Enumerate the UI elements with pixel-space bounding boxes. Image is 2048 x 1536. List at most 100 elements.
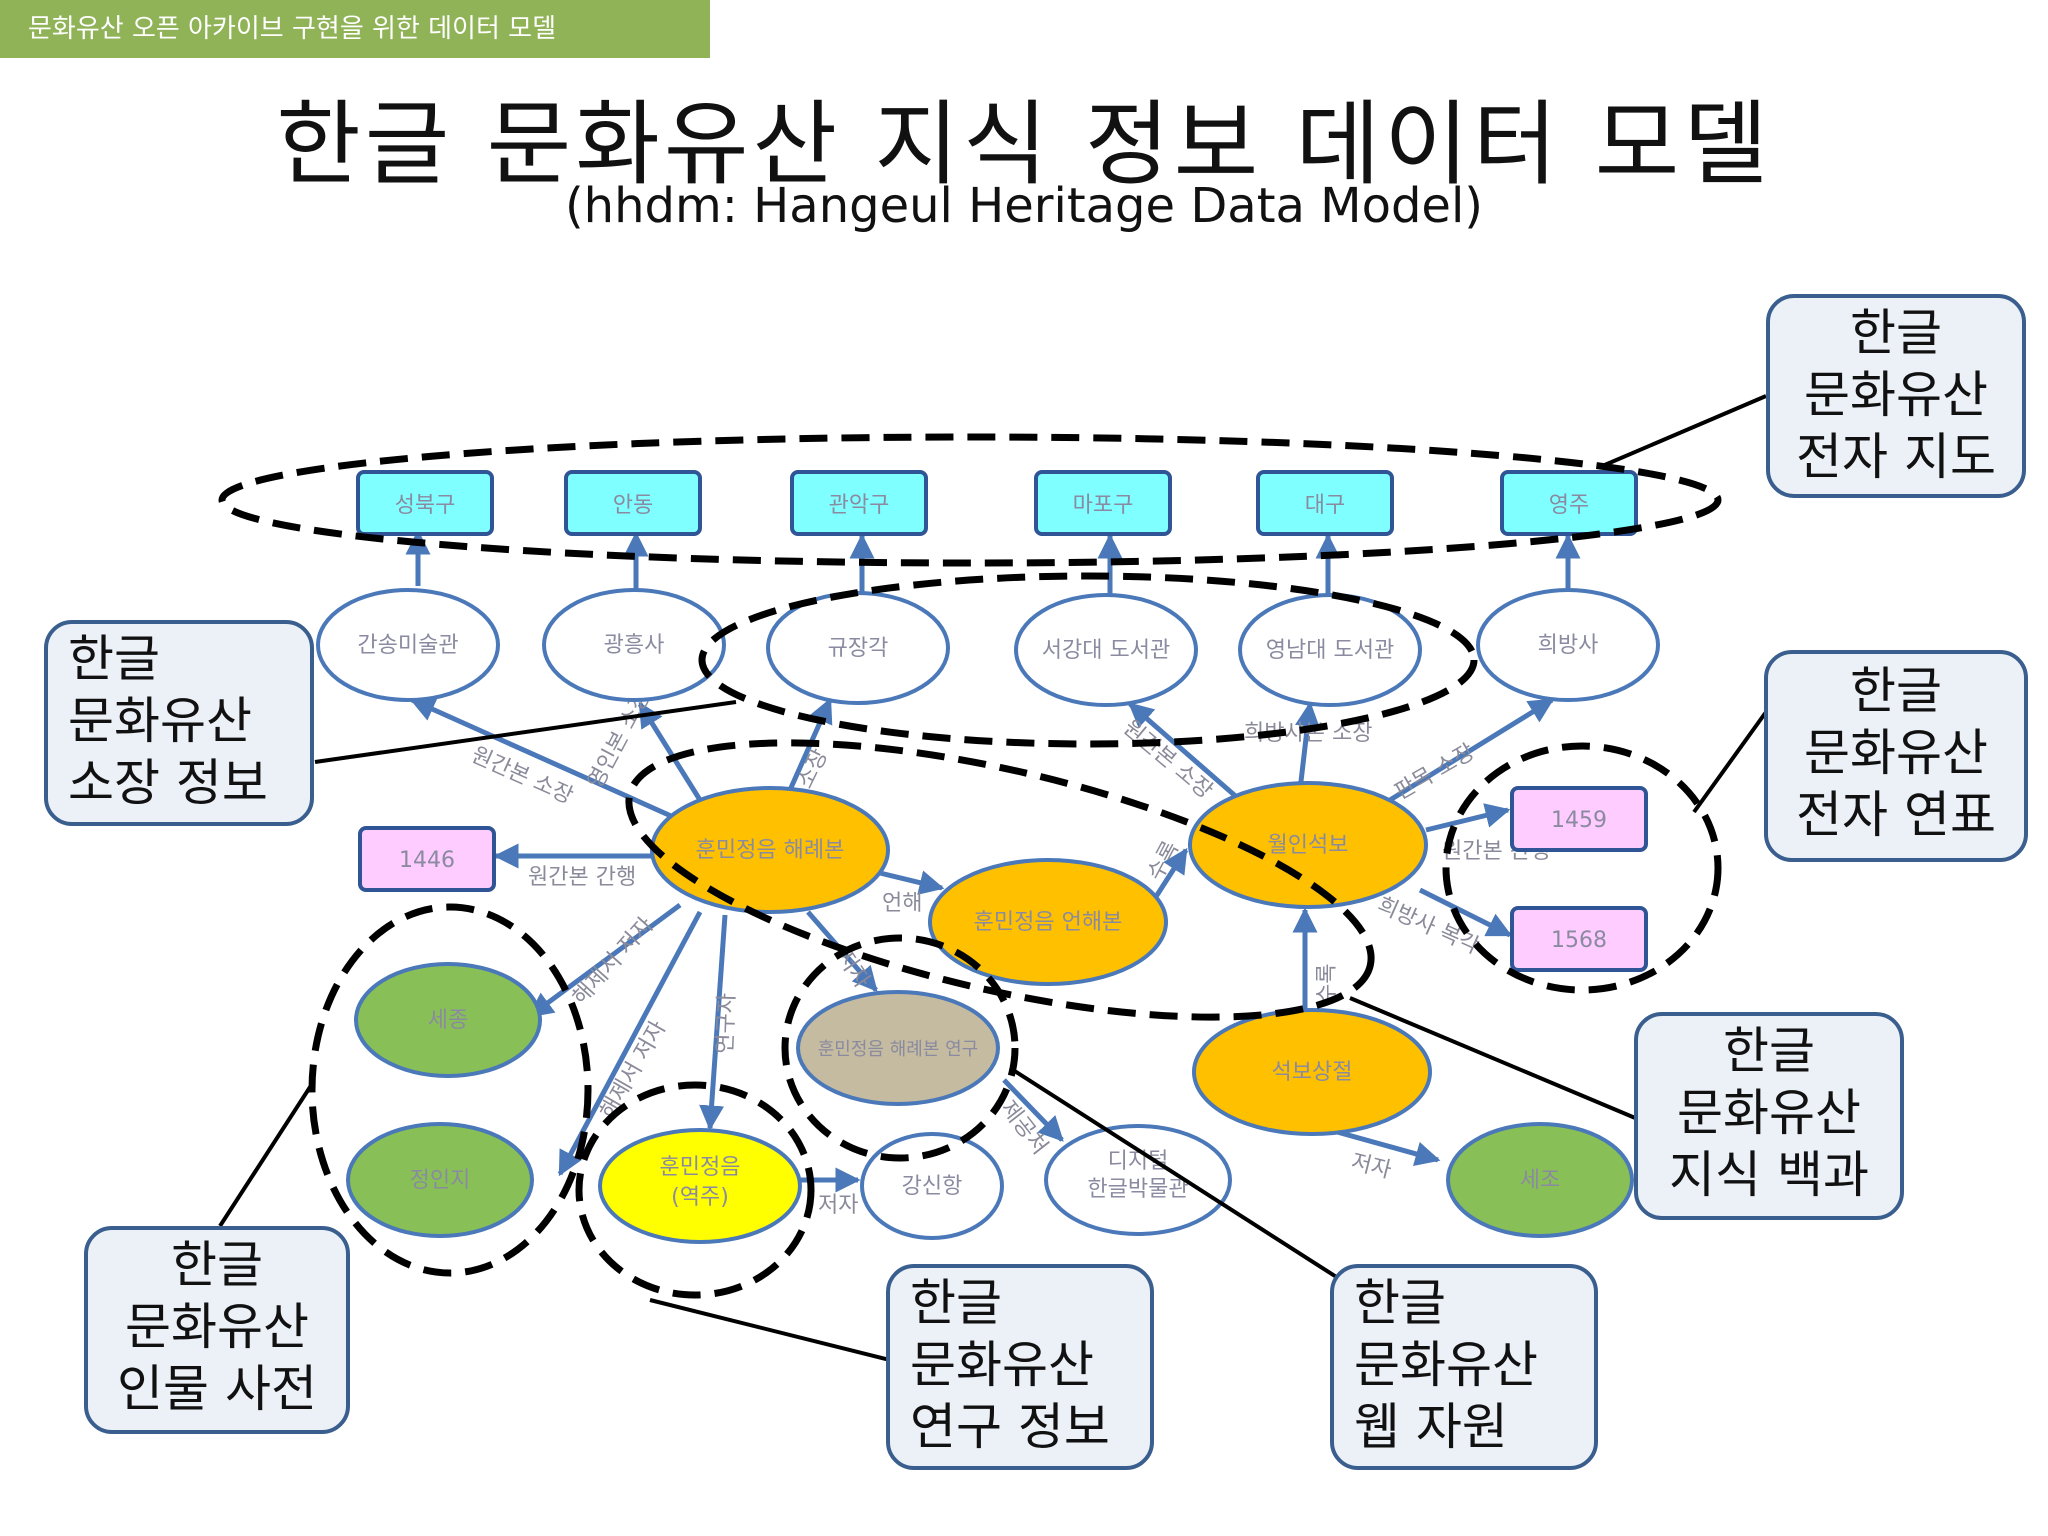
node-daegu [1256, 470, 1394, 536]
group-research [781, 934, 1019, 1162]
callout-timeline: 한글 문화유산 전자 연표 [1764, 650, 2028, 862]
connector-web [1008, 1066, 1340, 1280]
edge-haerye-sejong [527, 902, 682, 1019]
node-label: 관악구 [829, 493, 890, 518]
connector-timeline [1692, 710, 1768, 814]
edge-label: 판목 소장 [1391, 740, 1480, 806]
node-1459 [1510, 786, 1648, 852]
edge-label: 해제서 저자 [568, 913, 659, 1010]
page-title: 한글 문화유산 지식 정보 데이터 모델 [276, 91, 1772, 198]
node-sejo [1446, 1122, 1634, 1238]
dashed-groups [218, 433, 1722, 1299]
node-1446 [358, 826, 496, 892]
group-person [308, 903, 592, 1277]
edge-label: 소장 [793, 745, 833, 792]
group-yeokju [575, 1081, 815, 1299]
node-label: 규장각 [828, 636, 889, 661]
node-label: 1568 [1551, 928, 1607, 953]
node-gansong [316, 588, 500, 702]
node-yeungnam [1238, 593, 1422, 707]
callout-person: 한글 문화유산 인물 사전 [84, 1226, 350, 1434]
node-seokbo [1192, 1008, 1432, 1136]
node-label: 정인지 [410, 1168, 471, 1193]
edge-haerye-gansong [409, 697, 682, 823]
node-label: (역주) [671, 1185, 729, 1210]
node-label: 월인석보 [1268, 833, 1349, 858]
edge-haerye-gwangheungsa [637, 701, 703, 802]
edge-worin-sogang [1128, 702, 1242, 802]
node-1568 [1510, 906, 1648, 972]
work-nodes: 훈민정음 해례본 훈민정음 언해본 월인석보 석보상절 [650, 781, 1432, 1136]
node-eonhae [928, 858, 1168, 986]
callout-map: 한글 문화유산 전자 지도 [1766, 294, 2026, 498]
edge-research-digital [1002, 1078, 1064, 1142]
edge-label: 저자 [818, 1193, 858, 1218]
node-andong [564, 470, 702, 536]
edge-worin-1568 [1418, 887, 1513, 938]
connector-research [649, 1298, 891, 1362]
edge-seokbo-sejo [1329, 1127, 1441, 1167]
person-nodes: 세종 정인지 세조 [346, 962, 1634, 1238]
callout-holding: 한글 문화유산 소장 정보 [44, 620, 314, 826]
node-yeokju [598, 1128, 802, 1244]
node-sejong [354, 962, 542, 1078]
node-label: 한글박물관 [1087, 1177, 1188, 1202]
edge-worin-1459 [1425, 803, 1511, 833]
connector-map [1599, 394, 1767, 469]
year-nodes: 1446 1459 1568 [358, 786, 1648, 972]
location-nodes: 성북구 안동 관악구 마포구 대구 영주 [356, 470, 1638, 536]
edge-label: 언해 [882, 891, 922, 916]
group-timeline [1442, 742, 1722, 994]
node-label: 훈민정음 해례본 연구 [818, 1039, 978, 1060]
edge-label: 저자 [1349, 1150, 1394, 1184]
callout-web: 한글 문화유산 웹 자원 [1330, 1264, 1598, 1470]
edge-label: 제공처 [995, 1096, 1052, 1159]
node-jeonginji [346, 1122, 534, 1238]
node-label: 훈민정음 해례본 [696, 838, 845, 863]
group-map [218, 433, 1722, 567]
edge-worin-huibangsa [1388, 697, 1555, 803]
holding-nodes: 간송미술관 광흥사 규장각 서강대 도서관 영남대 도서관 희방사 [316, 588, 1660, 707]
node-yeongju [1500, 470, 1638, 536]
node-label: 간송미술관 [357, 633, 458, 658]
node-label: 광흥사 [604, 633, 665, 658]
edge-worin-yeungnam [1294, 701, 1320, 791]
callout-research: 한글 문화유산 연구 정보 [886, 1264, 1154, 1470]
node-gwanakgu [790, 470, 928, 536]
node-label: 영남대 도서관 [1266, 638, 1394, 663]
node-label: 영주 [1549, 493, 1589, 518]
node-sogang [1014, 593, 1198, 707]
edge-label: 원간본 간행 [528, 865, 636, 890]
callout-connectors [218, 394, 1768, 1362]
node-label: 안동 [613, 493, 653, 518]
group-encyclopedia [625, 739, 1375, 1021]
connector-person [218, 1082, 314, 1228]
node-label: 희방사 [1538, 633, 1599, 658]
top-banner: 문화유산 오픈 아카이브 구현을 위한 데이터 모델 [0, 0, 710, 58]
other-nodes: 훈민정음 해례본 연구 훈민정음 (역주) 강신항 디지털 한글박물관 [598, 990, 1232, 1244]
edge-haerye-yeokju [699, 914, 728, 1131]
node-seongbukgu [356, 470, 494, 536]
connector-holding [314, 700, 737, 764]
node-research-gray [796, 990, 1000, 1106]
node-label: 1446 [399, 848, 455, 873]
node-label: 세종 [428, 1008, 468, 1033]
node-mapogu [1034, 470, 1172, 536]
node-label: 세조 [1520, 1168, 1560, 1193]
edge-haerye-jeonginji [557, 910, 703, 1177]
node-label: 대구 [1305, 493, 1345, 518]
node-worin [1188, 781, 1428, 909]
edge-label: 원간본 소장 [468, 743, 577, 810]
node-label: 강신항 [902, 1174, 963, 1199]
edge-lines [405, 529, 1581, 1193]
page-subtitle: (hhdm: Hangeul Heritage Data Model) [564, 178, 1484, 234]
node-label: 석보상절 [1272, 1060, 1353, 1085]
node-label: 성북구 [395, 493, 456, 518]
edge-haerye-eonhae [879, 870, 945, 895]
node-label: 마포구 [1073, 493, 1134, 518]
node-label: 훈민정음 [660, 1155, 741, 1180]
edge-label: 원간본 소장 [1118, 715, 1217, 804]
group-holding [698, 572, 1478, 748]
node-gwangheungsa [542, 588, 726, 702]
